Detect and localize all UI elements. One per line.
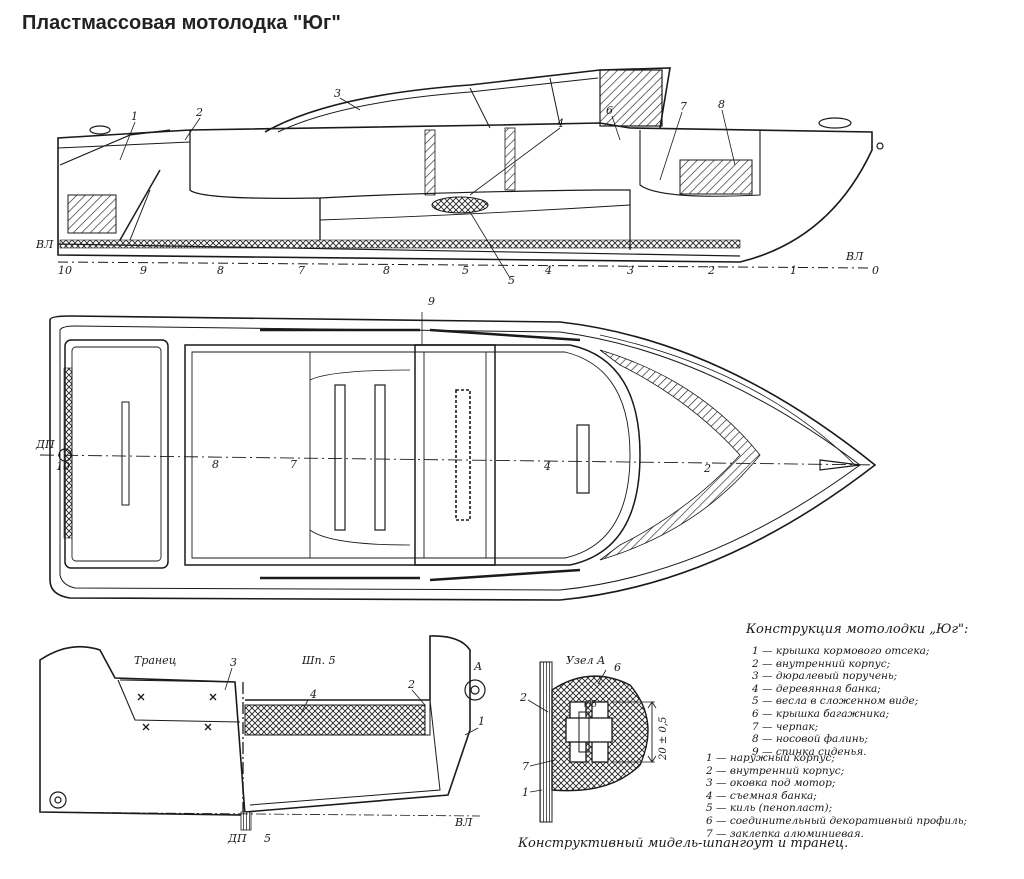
side-callout: 5	[508, 274, 515, 287]
node-label: Узел А	[566, 654, 605, 667]
station-number: 10	[58, 264, 72, 277]
transom-callout: 4	[309, 688, 317, 701]
legend-item: 2 — внутренний корпус;	[752, 657, 891, 670]
station-number: 4	[544, 264, 552, 277]
legend-item: 7 — заклепка алюминиевая.	[706, 827, 864, 840]
node-marker: А	[473, 660, 482, 673]
frame-outline	[244, 635, 471, 813]
transom-label: Транец	[134, 654, 177, 667]
node-a-labels: Узел А 6 2 7 1 Ø5 20 ± 0,5	[519, 654, 669, 799]
canopy-hatched	[599, 69, 663, 127]
legend-item: 7 — черпак;	[752, 720, 819, 733]
outer-hull-strip	[539, 661, 553, 823]
transom-callout: 3	[230, 656, 237, 669]
legend-item: 3 — дюралевый поручень;	[752, 670, 898, 683]
transom-view-labels: Транец Шп. 5 3 4 2 1 А ВЛ ДП 5	[134, 654, 485, 845]
node-callout: 6	[614, 661, 621, 674]
stern-compartment	[67, 194, 117, 234]
plan-callout: 9	[428, 295, 435, 308]
centerline-label: ДП	[35, 438, 55, 451]
transom-callout: 2	[407, 678, 415, 691]
side-callout: 1	[131, 110, 138, 123]
legend-title: Конструкция мотолодки „Юг":	[746, 622, 969, 637]
transom-view	[39, 635, 486, 831]
side-callout: 3	[334, 87, 341, 100]
legend-midship-section: 1 — наружный корпус; 2 — внутренний корп…	[706, 752, 967, 840]
plan-number: 4	[543, 460, 551, 473]
node-callout: 1	[522, 786, 529, 799]
legend-item: 4 — деревянная банка;	[752, 682, 881, 695]
station-number: 3	[627, 264, 634, 277]
plan-number: 10	[56, 460, 70, 473]
transom-outline	[39, 645, 246, 816]
page-title: Пластмассовая мотолодка "Юг"	[22, 12, 341, 34]
legend-item: 3 — оковка под мотор;	[706, 777, 836, 790]
transom-callout: 1	[478, 715, 485, 728]
removable-seat	[244, 704, 426, 736]
side-callout: 7	[680, 100, 687, 113]
stern-hatch	[64, 339, 169, 569]
legend-item: 5 — весла в сложенном виде;	[752, 695, 919, 708]
side-callout: 4	[556, 117, 564, 130]
plan-view	[39, 312, 881, 601]
legend-item: 8 — носовой фалинь;	[752, 733, 868, 746]
node-callout: 7	[522, 760, 529, 773]
side-hull-outline	[57, 122, 873, 263]
station-number: 8	[217, 264, 224, 277]
frame-label: Шп. 5	[301, 654, 336, 667]
side-view-labels: 1 2 3 4 5 6 7 8 ВЛ ВЛ 10 9 8 7 8 5 4 3 2…	[35, 87, 879, 287]
station-number: 2	[707, 264, 715, 277]
side-callout: 8	[718, 98, 725, 111]
side-callout: 6	[606, 104, 613, 117]
waterline-label: ВЛ	[454, 816, 473, 829]
oars	[431, 196, 489, 214]
legend-construction: 1 — крышка кормового отсека; 2 — внутрен…	[752, 645, 929, 758]
bow-storage	[679, 159, 753, 195]
station-number: 1	[790, 264, 797, 277]
side-callout: 2	[195, 106, 203, 119]
legend-item: 6 — соединительный декоративный профиль;	[706, 814, 968, 827]
keel-number: 5	[264, 832, 271, 845]
node-callout: 2	[519, 691, 527, 704]
cockpit-outline	[184, 344, 641, 566]
plan-number: 7	[290, 458, 297, 471]
station-number: 5	[462, 264, 469, 277]
legend-item: 6 — крышка багажника;	[752, 707, 890, 720]
plan-number: 2	[703, 462, 711, 475]
waterline-label: ВЛ	[35, 238, 54, 251]
legend-item: 2 — внутренний корпус;	[706, 764, 845, 777]
legend-item: 1 — крышка кормового отсека;	[752, 645, 930, 657]
legend-item: 9 — спинка сиденья.	[752, 745, 867, 758]
station-number: 9	[140, 264, 147, 277]
centerline-label: ДП	[227, 832, 247, 845]
station-number: 8	[383, 264, 390, 277]
keel-foam	[240, 811, 252, 831]
legend-item: 1 — наружный корпус;	[706, 752, 835, 764]
legend-item: 5 — киль (пенопласт);	[706, 802, 833, 815]
station-number: 7	[298, 264, 305, 277]
plan-number: 8	[212, 458, 219, 471]
figure-caption: Конструктивный мидель-шпангоут и транец.	[518, 836, 849, 851]
side-view	[57, 67, 884, 279]
legend-item: 4 — съемная банка;	[706, 789, 817, 802]
node-a-detail	[527, 661, 657, 823]
waterline-label: ВЛ	[845, 250, 864, 263]
windshield	[264, 67, 671, 133]
station-number: 0	[872, 264, 879, 277]
dimension-diameter: Ø5	[583, 699, 597, 710]
dimension-vertical: 20 ± 0,5	[658, 717, 669, 761]
plan-view-labels: ДП 9 10 8 7 4 2	[35, 295, 711, 475]
